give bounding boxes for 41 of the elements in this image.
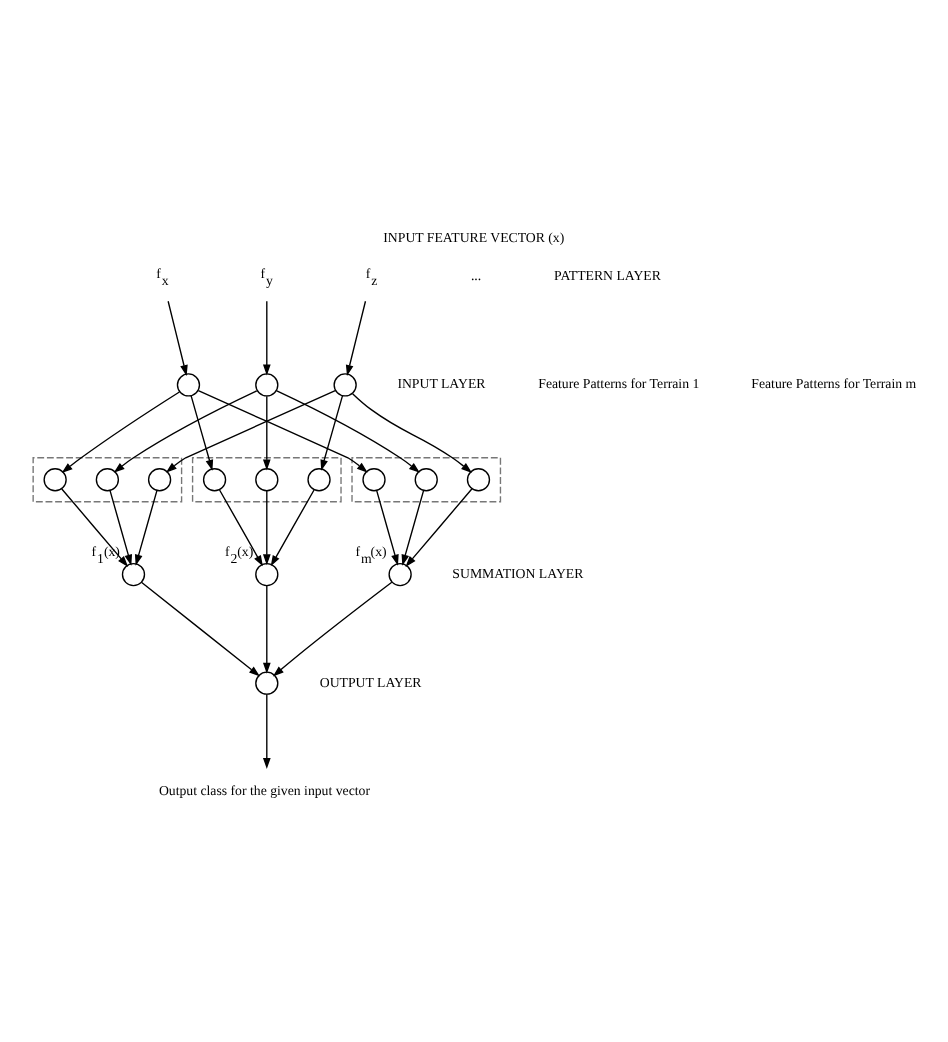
arrow [113, 390, 258, 473]
arrow [272, 581, 393, 677]
arrow [165, 390, 336, 473]
node-circle [202, 468, 227, 492]
node-circle [333, 373, 357, 397]
cluster [351, 457, 502, 503]
node-circle [414, 468, 438, 492]
arrow [167, 300, 188, 377]
node-circle [147, 468, 172, 492]
node-circle [388, 562, 412, 587]
arrow [270, 489, 315, 567]
node-circle [255, 562, 279, 587]
arrow [376, 489, 399, 566]
arrow [262, 490, 271, 566]
arrow [351, 393, 473, 473]
node-circle [255, 373, 279, 397]
node-circle [95, 468, 120, 492]
arrow [134, 489, 158, 566]
node-circle [121, 562, 146, 587]
node-circle [362, 468, 386, 492]
arrow [109, 489, 133, 566]
arrow [262, 693, 271, 769]
node-circle [43, 468, 67, 492]
node-circle [255, 468, 279, 492]
node-circle [307, 468, 331, 492]
arrow [320, 395, 344, 471]
arrow [140, 581, 260, 677]
arrow [197, 390, 368, 473]
arrow [345, 300, 367, 377]
node-circle [255, 671, 279, 695]
cluster [32, 457, 183, 503]
arrow [262, 585, 271, 674]
arrow [405, 488, 473, 567]
node-circle [466, 468, 491, 492]
arrow [190, 395, 214, 471]
arrow [262, 300, 271, 376]
arrow [61, 391, 181, 474]
arrow [262, 395, 271, 471]
arrow [401, 489, 425, 566]
node-circle [176, 373, 201, 397]
arrow [276, 390, 420, 473]
